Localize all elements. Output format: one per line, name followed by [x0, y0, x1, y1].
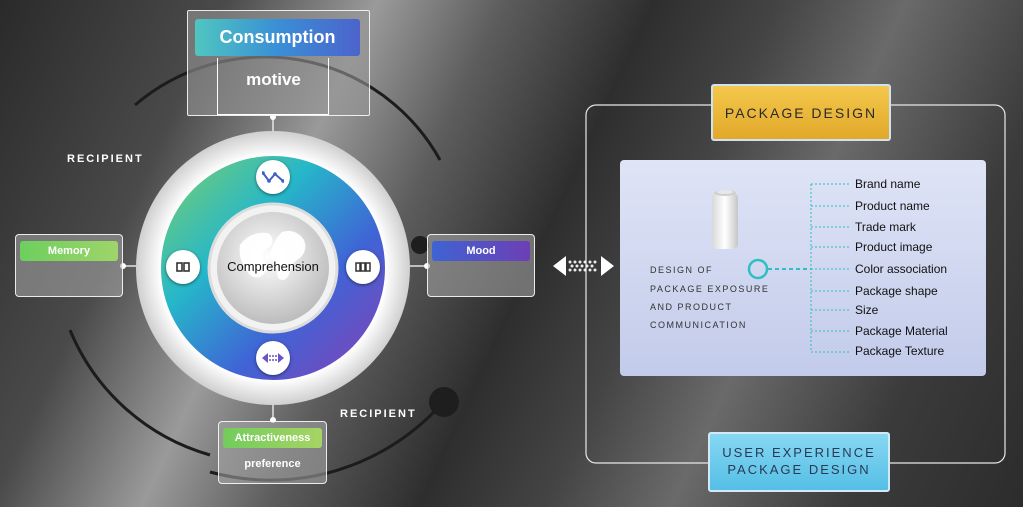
exposure-line-1: DESIGN OF: [650, 265, 714, 275]
consumption-card: Consumption motive: [187, 10, 370, 116]
center-label: Comprehension: [227, 259, 319, 274]
recipient-label-top: RECIPIENT: [67, 153, 144, 165]
orbit-dot-right: [411, 236, 429, 254]
ux-line-1: USER EXPERIENCE: [722, 445, 876, 460]
feature-color-association: Color association: [855, 262, 948, 276]
feature-package-material: Package Material: [855, 324, 948, 338]
feature-product-image: Product image: [855, 240, 933, 254]
feature-trade-mark: Trade mark: [855, 220, 916, 234]
memory-title: Memory: [20, 241, 118, 261]
memory-node-icon: [166, 250, 200, 284]
exposure-line-2: PACKAGE EXPOSURE: [650, 284, 770, 294]
feature-tree-lines: [747, 183, 851, 353]
mood-title: Mood: [432, 241, 530, 261]
recipient-label-bottom: RECIPIENT: [340, 408, 417, 420]
attractiveness-title: Attractiveness: [223, 428, 322, 448]
ux-package-design-box: USER EXPERIENCE PACKAGE DESIGN: [708, 432, 890, 492]
mood-card: Mood: [427, 234, 535, 297]
bidirectional-arrow-icon: [553, 256, 614, 276]
feature-package-texture: Package Texture: [855, 344, 945, 358]
memory-card: Memory: [15, 234, 123, 297]
attractiveness-card: Attractiveness preference: [218, 421, 327, 484]
consumption-title: Consumption: [195, 19, 360, 56]
orbit-arc-left: [68, 329, 211, 457]
ux-line-2: PACKAGE DESIGN: [727, 462, 871, 477]
mood-node-icon: [346, 250, 380, 284]
consumption-sub: motive: [246, 70, 301, 89]
consumption-sub-frame: [217, 58, 329, 115]
feature-brand-name: Brand name: [855, 177, 921, 191]
trend-line-icon: [256, 160, 290, 194]
can-icon: [712, 190, 738, 249]
feature-size: Size: [855, 303, 879, 317]
feature-package-shape: Package shape: [855, 284, 938, 298]
attractiveness-sub: preference: [244, 458, 301, 470]
feature-product-name: Product name: [855, 199, 930, 213]
package-design-box: PACKAGE DESIGN: [711, 84, 891, 141]
double-arrow-node-icon: [256, 341, 290, 375]
exposure-line-4: COMMUNICATION: [650, 320, 747, 330]
exposure-line-3: AND PRODUCT: [650, 302, 733, 312]
orbit-dot-bottom: [429, 387, 459, 417]
